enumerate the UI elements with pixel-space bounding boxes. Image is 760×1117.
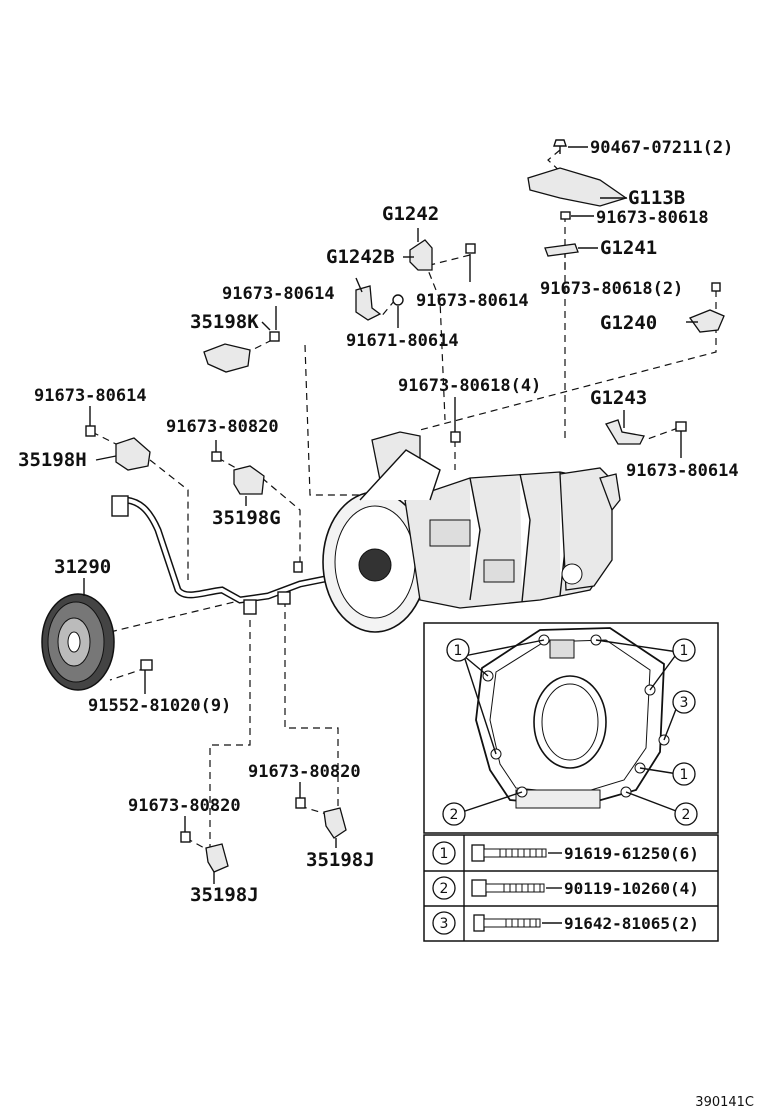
bracket-g1240-icon (688, 309, 725, 333)
inset-callout-1-right: 1 (672, 638, 696, 662)
label-g1241: G1241 (600, 237, 657, 259)
svg-text:91642-81065(2): 91642-81065(2) (564, 914, 699, 933)
svg-text:1: 1 (680, 643, 689, 659)
bolt-91552-icon (140, 659, 153, 671)
inset-callout-1-lower: 1 (672, 762, 696, 786)
bracket-35198g-icon (233, 465, 265, 495)
bracket-g1243-icon (605, 419, 645, 445)
label-91673-80820-b: 91673-80820 (248, 762, 361, 782)
label-leaders (83, 146, 698, 884)
svg-text:3: 3 (680, 695, 689, 711)
label-35198k: 35198K (190, 311, 259, 333)
bolt-table-row-1: 1 91619-61250(6) (432, 841, 699, 865)
inset-callout-1-left: 1 (446, 638, 470, 662)
svg-text:2: 2 (682, 807, 691, 823)
inset-callout-3: 3 (672, 690, 696, 714)
inset-callout-2-right: 2 (674, 802, 698, 826)
label-35198j-left: 35198J (190, 884, 259, 906)
bolt-91673-80614-d-icon (85, 425, 96, 437)
label-91673-80618-2: 91673-80618(2) (540, 279, 683, 299)
bracket-35198k-icon (203, 343, 251, 373)
bolt-91619-icon (471, 844, 547, 862)
label-g1243: G1243 (590, 387, 647, 409)
label-35198h: 35198H (18, 449, 87, 471)
bracket-35198j-right-icon (323, 807, 347, 839)
label-90467-07211: 90467-07211(2) (590, 138, 733, 158)
label-91673-80614-b: 91673-80614 (222, 284, 335, 304)
svg-text:2: 2 (440, 881, 449, 897)
label-31290: 31290 (54, 556, 111, 578)
label-35198g: 35198G (212, 507, 281, 529)
bolt-table-row-2: 2 90119-10260(4) (432, 876, 699, 900)
label-g113b: G113B (628, 187, 685, 209)
bracket-g1241-icon (544, 243, 579, 257)
bracket-35198j-left-icon (205, 843, 229, 873)
dashed-leaders (91, 149, 717, 852)
label-35198j-right: 35198J (306, 849, 375, 871)
label-91673-80820-c: 91673-80820 (128, 796, 241, 816)
label-g1242b: G1242B (326, 246, 395, 268)
bracket-35198h-icon (115, 437, 151, 471)
label-g1240: G1240 (600, 312, 657, 334)
bolt-91673-80618-2-icon (711, 282, 721, 292)
bolt-90467-icon (553, 139, 567, 154)
bolt-91673-80614-c-icon (675, 421, 687, 432)
label-g1242: G1242 (382, 203, 439, 225)
oil-cooler-pipe-icon (111, 495, 351, 615)
label-91673-80614-a: 91673-80614 (416, 291, 529, 311)
svg-text:90119-10260(4): 90119-10260(4) (564, 879, 699, 898)
label-91673-80614-c: 91673-80614 (626, 461, 739, 481)
inset-bellhousing-view (423, 622, 719, 834)
svg-text:1: 1 (680, 767, 689, 783)
bolt-90119-icon (471, 879, 545, 897)
label-91673-80614-d: 91673-80614 (34, 386, 147, 406)
bolt-91671-icon (392, 294, 404, 306)
svg-text:3: 3 (440, 916, 449, 932)
label-91673-80618-4: 91673-80618(4) (398, 376, 541, 396)
label-91673-80820-a: 91673-80820 (166, 417, 279, 437)
bolt-table-row-3: 3 91642-81065(2) (432, 911, 699, 935)
bracket-g1242-icon (409, 239, 433, 271)
svg-text:91619-61250(6): 91619-61250(6) (564, 844, 699, 863)
bolt-91673-80820-b-icon (295, 797, 306, 809)
bolt-91673-80618-top-icon (560, 211, 571, 220)
bracket-g113b-icon (527, 167, 628, 207)
torque-converter-icon (41, 593, 115, 691)
bracket-g1242b-icon (355, 285, 382, 321)
bolt-91673-80820-c-icon (180, 831, 191, 843)
inset-callout-2-left: 2 (442, 802, 466, 826)
bolt-g1242-icon (465, 243, 476, 254)
label-91552-81020: 91552-81020(9) (88, 696, 231, 716)
label-91671-80614: 91671-80614 (346, 331, 459, 351)
bolt-91673-80820-a-icon (211, 451, 222, 462)
svg-text:2: 2 (450, 807, 459, 823)
svg-text:1: 1 (440, 846, 449, 862)
label-91673-80618-top: 91673-80618 (596, 208, 709, 228)
bolt-35198k-icon (269, 331, 280, 342)
transmission-assembly-icon (322, 431, 621, 633)
bolt-91673-80618-4-icon (450, 431, 461, 443)
figure-code: 390141C (695, 1095, 754, 1110)
svg-text:1: 1 (454, 643, 463, 659)
bolt-91642-icon (473, 914, 541, 932)
